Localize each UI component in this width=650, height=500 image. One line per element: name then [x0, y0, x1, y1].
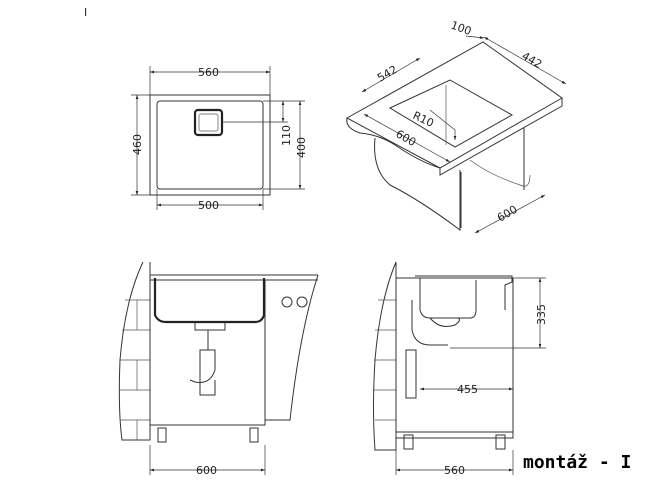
- dim-542: 542: [375, 63, 400, 85]
- drain-square: [193, 108, 224, 137]
- sink-outline: [149, 94, 271, 196]
- sink-bowl: [153, 278, 266, 324]
- front-view: 600: [118, 261, 319, 477]
- dim-400: 400: [295, 137, 308, 158]
- dim-560: 560: [198, 66, 219, 79]
- dim-600-front: 600: [196, 464, 217, 477]
- wall: [118, 261, 151, 441]
- isometric-view: 542 442 100 600 R10 600: [345, 19, 567, 234]
- caption: montáž - I: [523, 452, 632, 473]
- top-view: 560 500 460 110 400: [131, 66, 308, 212]
- bowl-outline: [156, 100, 264, 190]
- wall-side: [373, 261, 397, 451]
- dim-560-side: 560: [444, 464, 465, 477]
- siphon: [189, 322, 226, 396]
- dim-455: 455: [457, 383, 478, 396]
- dim-110: 110: [280, 125, 293, 146]
- dim-335: 335: [535, 304, 548, 325]
- dim-100: 100: [449, 19, 473, 38]
- corner-mark: I: [84, 6, 87, 19]
- cabinet: [149, 279, 266, 426]
- cabinet-left: [374, 137, 461, 231]
- dim-600-top: 600: [394, 127, 419, 149]
- dim-460: 460: [131, 134, 144, 155]
- cabinet-side: [395, 277, 514, 439]
- dim-600-cabinet: 600: [495, 203, 520, 225]
- dim-442: 442: [520, 49, 545, 71]
- sink-side: [415, 275, 513, 319]
- side-view: 335 455 560: [373, 261, 548, 477]
- dim-500: 500: [198, 199, 219, 212]
